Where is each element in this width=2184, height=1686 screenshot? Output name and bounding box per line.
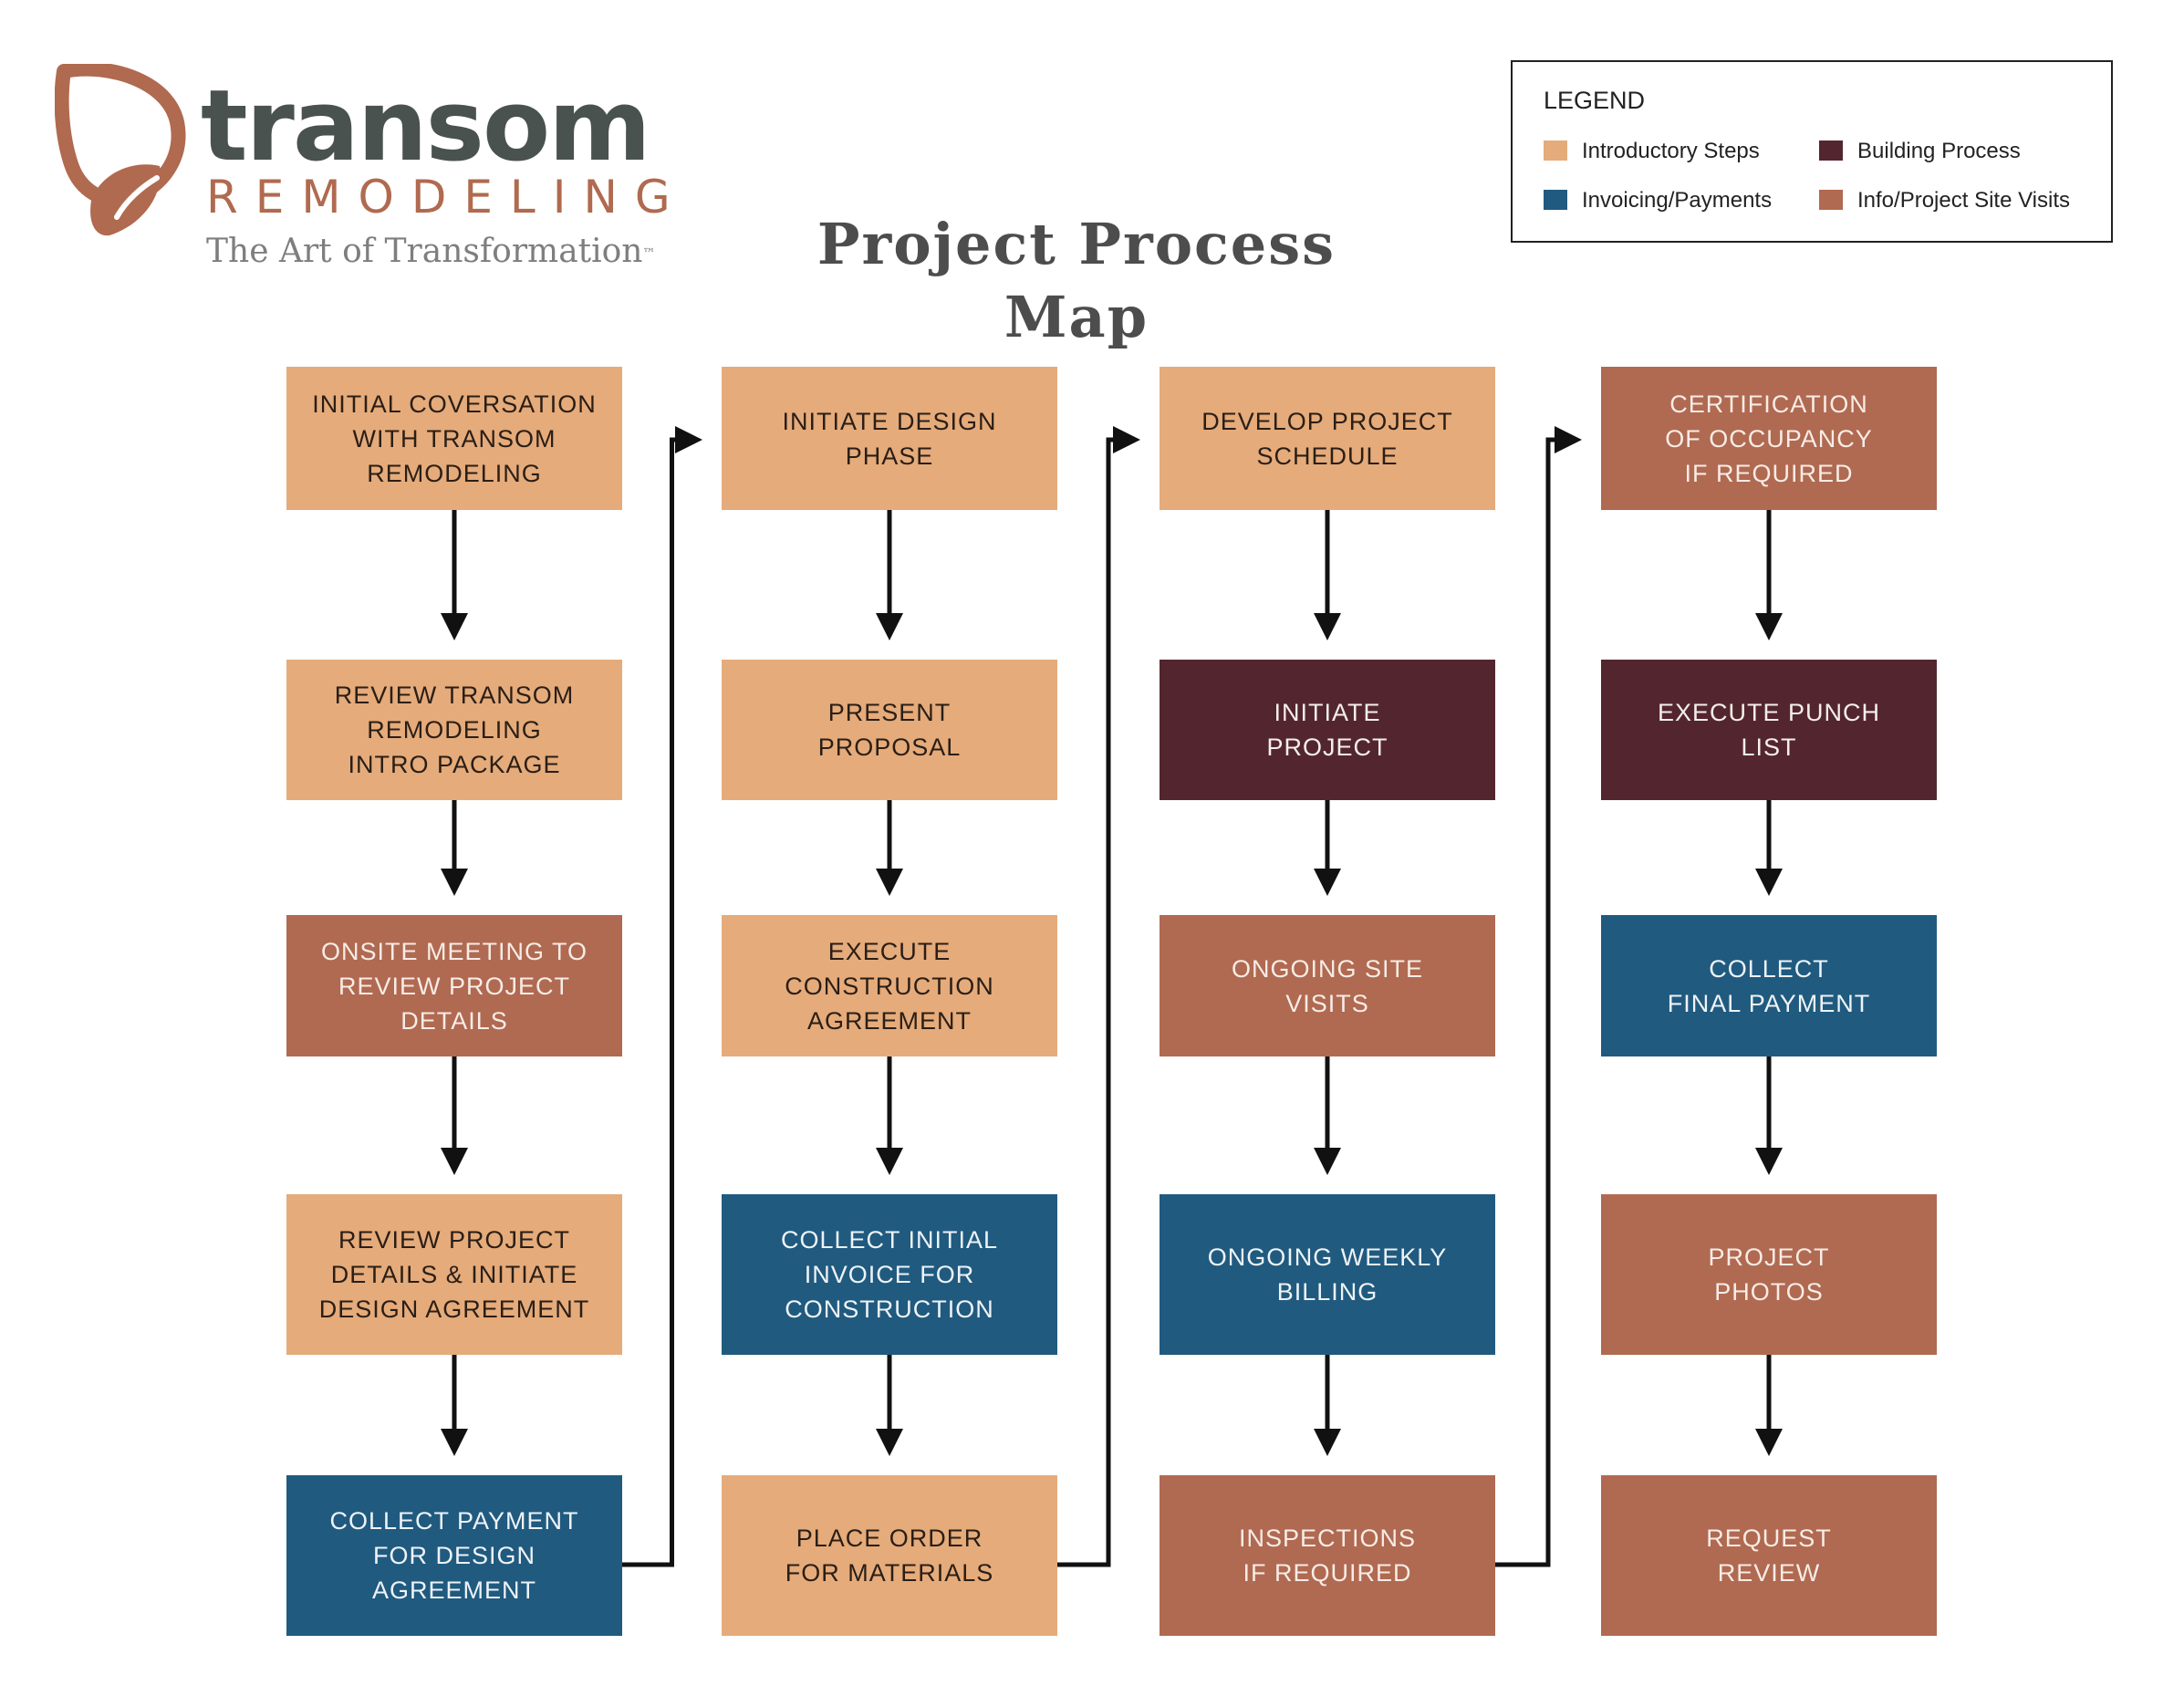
tagline-text: The Art of Transformation [206, 233, 643, 270]
brand-name: transom [201, 69, 651, 183]
butterfly-wing-icon [55, 64, 186, 236]
legend-swatch [1819, 140, 1843, 161]
step-review-transom-remodeling-intro-package: REVIEW TRANSOM REMODELING INTRO PACKAGE [286, 660, 622, 800]
step-label: REQUEST REVIEW [1706, 1525, 1832, 1587]
step-collect-payment-for-design-agreement: COLLECT PAYMENT FOR DESIGN AGREEMENT [286, 1475, 622, 1636]
legend-label: Introductory Steps [1582, 139, 1760, 163]
step-collect-initial-invoice-for-construction: COLLECT INITIAL INVOICE FOR CONSTRUCTION [722, 1194, 1057, 1355]
step-review-project-details-initiate-design-agreement: REVIEW PROJECT DETAILS & INITIATE DESIGN… [286, 1194, 622, 1355]
legend-swatch [1819, 190, 1843, 210]
column-transition-connector [1057, 426, 1140, 1567]
brand-tagline: The Art of Transformation™ [206, 234, 656, 270]
step-inspections-if-required: INSPECTIONS IF REQUIRED [1160, 1475, 1495, 1636]
step-label: PROJECT PHOTOS [1708, 1244, 1830, 1306]
step-label: EXECUTE PUNCH LIST [1657, 699, 1881, 761]
column-transition-connector [1495, 426, 1582, 1567]
step-label: ONSITE MEETING TO REVIEW PROJECT DETAILS [320, 937, 588, 1035]
step-initiate-design-phase: INITIATE DESIGN PHASE [722, 367, 1057, 510]
column-transition-connector [622, 426, 702, 1567]
step-request-review: REQUEST REVIEW [1601, 1475, 1937, 1636]
legend: LEGEND Introductory Steps Building Proce… [1511, 60, 2113, 243]
step-ongoing-site-visits: ONGOING SITE VISITS [1160, 915, 1495, 1056]
step-label: ONGOING WEEKLY BILLING [1207, 1244, 1448, 1306]
step-initiate-project: INITIATE PROJECT [1160, 660, 1495, 800]
step-develop-project-schedule: DEVELOP PROJECT SCHEDULE [1160, 367, 1495, 510]
step-label: COLLECT FINAL PAYMENT [1667, 954, 1871, 1017]
step-certification-of-occupancy-if-required: CERTIFICATION OF OCCUPANCY IF REQUIRED [1601, 367, 1937, 510]
step-label: INSPECTIONS IF REQUIRED [1238, 1525, 1417, 1587]
step-ongoing-weekly-billing: ONGOING WEEKLY BILLING [1160, 1194, 1495, 1355]
step-label: CERTIFICATION OF OCCUPANCY IF REQUIRED [1665, 390, 1873, 487]
step-present-proposal: PRESENT PROPOSAL [722, 660, 1057, 800]
step-collect-final-payment: COLLECT FINAL PAYMENT [1601, 915, 1937, 1056]
step-label: REVIEW TRANSOM REMODELING INTRO PACKAGE [334, 682, 575, 778]
trademark-mark: ™ [642, 246, 656, 261]
legend-label: Building Process [1857, 139, 2021, 163]
step-project-photos: PROJECT PHOTOS [1601, 1194, 1937, 1355]
step-label: COLLECT PAYMENT FOR DESIGN AGREEMENT [329, 1507, 579, 1604]
page-title: Project Process Map [816, 211, 1336, 350]
brand-logo: transom REMODELING The Art of Transforma… [55, 64, 671, 283]
legend-label: Invoicing/Payments [1582, 188, 1773, 213]
legend-swatch [1544, 190, 1567, 210]
step-execute-construction-agreement: EXECUTE CONSTRUCTION AGREEMENT [722, 915, 1057, 1056]
step-label: EXECUTE CONSTRUCTION AGREEMENT [785, 937, 994, 1035]
step-label: ONGOING SITE VISITS [1231, 954, 1424, 1017]
step-label: COLLECT INITIAL INVOICE FOR CONSTRUCTION [780, 1226, 999, 1323]
step-label: INITIAL COVERSATION WITH TRANSOM REMODEL… [312, 390, 597, 487]
step-label: REVIEW PROJECT DETAILS & INITIATE DESIGN… [318, 1226, 590, 1323]
step-label: PLACE ORDER FOR MATERIALS [785, 1525, 994, 1587]
step-initial-coversation-with-transom-remodeling: INITIAL COVERSATION WITH TRANSOM REMODEL… [286, 367, 622, 510]
step-label: INITIATE PROJECT [1266, 699, 1388, 761]
legend-title: LEGEND [1544, 87, 1646, 114]
legend-swatch [1544, 140, 1567, 161]
step-place-order-for-materials: PLACE ORDER FOR MATERIALS [722, 1475, 1057, 1636]
step-label: INITIATE DESIGN PHASE [782, 407, 997, 470]
legend-label: Info/Project Site Visits [1857, 188, 2070, 213]
step-execute-punch-list: EXECUTE PUNCH LIST [1601, 660, 1937, 800]
step-onsite-meeting-to-review-project-details: ONSITE MEETING TO REVIEW PROJECT DETAILS [286, 915, 622, 1056]
step-label: DEVELOP PROJECT SCHEDULE [1201, 407, 1453, 470]
brand-subtitle: REMODELING [206, 171, 688, 224]
step-label: PRESENT PROPOSAL [817, 699, 962, 761]
